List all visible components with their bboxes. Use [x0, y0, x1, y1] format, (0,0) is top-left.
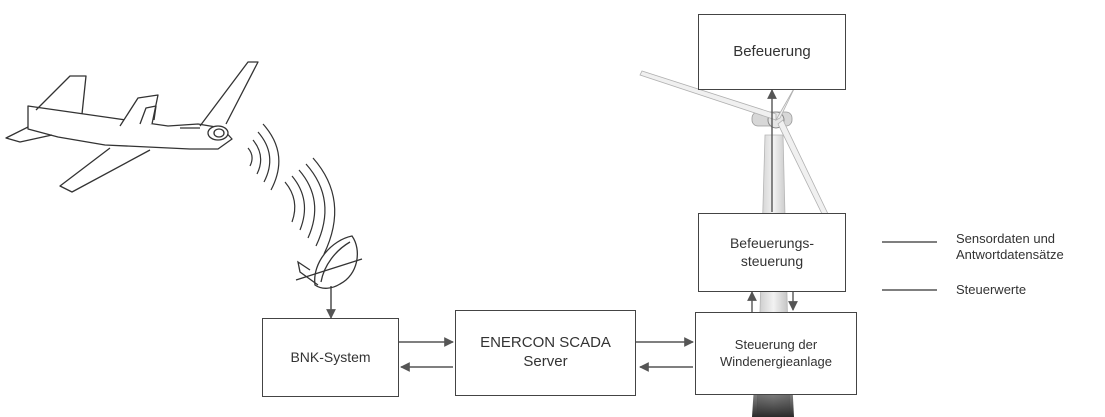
befeuerung-box: Befeuerung [698, 14, 846, 90]
radio-waves [247, 123, 336, 255]
legend-lines [882, 241, 937, 291]
bnk-system-box: BNK-System [262, 318, 399, 397]
befeuerungssteuerung-label: Befeuerungs- steuerung [729, 235, 815, 269]
bnk-system-label: BNK-System [290, 348, 371, 365]
legend-steuerwerte-label: Steuerwerte [956, 282, 1027, 297]
radar-dish-icon [295, 235, 363, 309]
airplane-icon [5, 61, 259, 193]
legend-sensordaten-label: Sensordaten und Antwortdatensätze [956, 231, 1064, 263]
scada-server-box: ENERCON SCADA Server [455, 310, 636, 396]
steuerung-windenergieanlage-box: Steuerung der Windenergieanlage [695, 312, 857, 395]
befeuerungssteuerung-box: Befeuerungs- steuerung [698, 213, 846, 292]
connector-lines [326, 89, 798, 372]
steuerung-windenergieanlage-label: Steuerung der Windenergieanlage [719, 337, 833, 369]
befeuerung-label: Befeuerung [733, 42, 811, 60]
scada-server-label: ENERCON SCADA Server [480, 334, 611, 370]
